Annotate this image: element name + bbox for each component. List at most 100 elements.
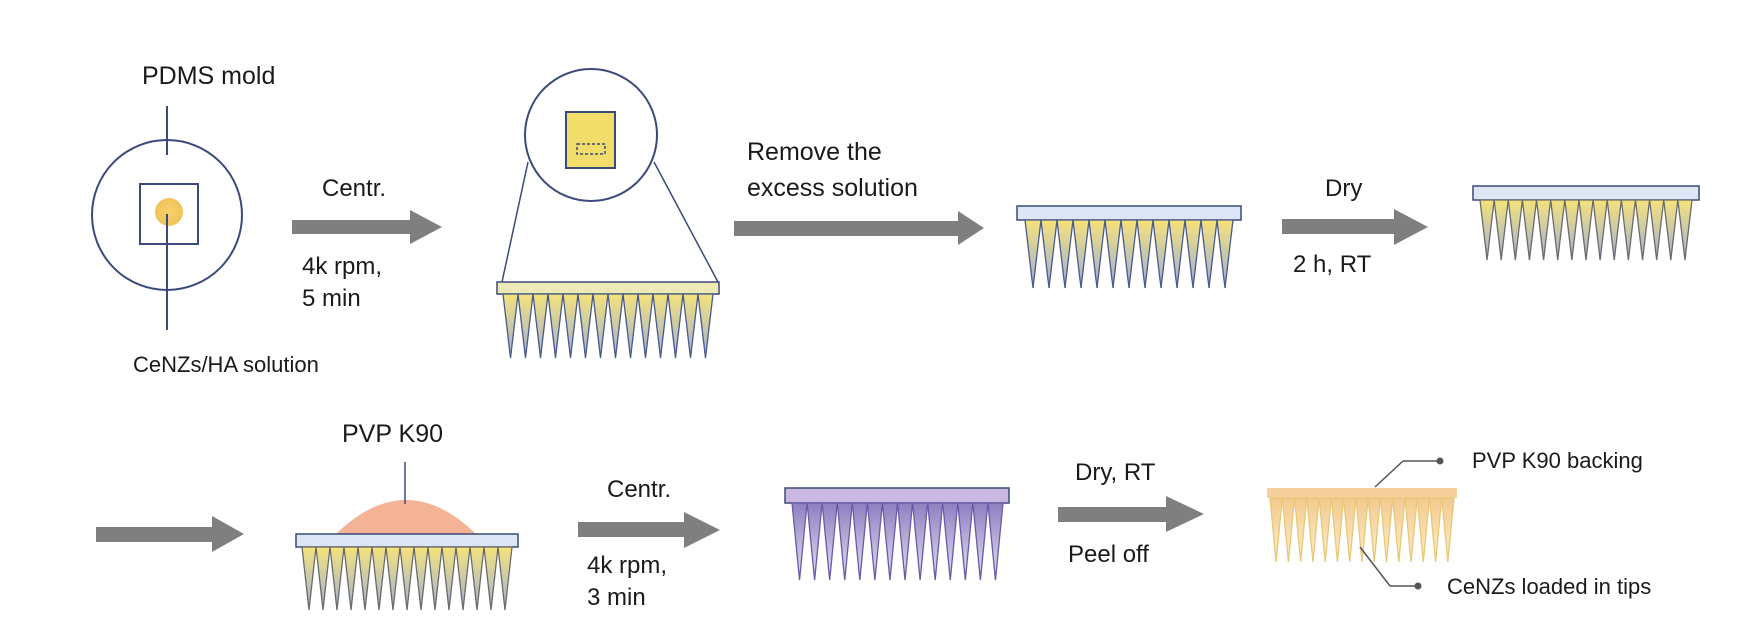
microneedle [1056, 219, 1074, 289]
microneedle [911, 502, 929, 581]
tips-label: CeNZs loaded in tips [1447, 574, 1651, 599]
needle-array [502, 293, 714, 359]
microneedle [941, 502, 959, 581]
microneedle [987, 502, 1004, 581]
microneedle [427, 546, 443, 611]
needle-array [1269, 497, 1455, 563]
final-backing [1267, 488, 1457, 498]
array-base [1472, 185, 1700, 201]
pdms-mold-top-view [91, 106, 243, 330]
arrow-step4 [578, 512, 720, 548]
microneedle [301, 546, 317, 611]
pvp-backing-layer [784, 487, 1010, 504]
step4-action-label: Centr. [607, 476, 671, 503]
step3-action-label: Dry [1325, 175, 1362, 202]
needle-array [301, 546, 513, 611]
microneedle [791, 502, 808, 581]
pvp-label: PVP K90 [342, 420, 443, 448]
microneedle [1549, 199, 1566, 261]
step1-param1-label: 4k rpm, [302, 253, 382, 280]
microneedle [1355, 497, 1369, 563]
microneedle [455, 546, 471, 611]
microneedle [1318, 497, 1333, 563]
step5-action-label: Dry, RT [1075, 459, 1156, 486]
microneedle [343, 546, 359, 611]
step3-param-label: 2 h, RT [1293, 251, 1372, 278]
step2-line1-label: Remove the [747, 138, 882, 166]
microneedle [1367, 497, 1382, 563]
microneedle [1416, 497, 1431, 563]
microneedle [1391, 497, 1406, 563]
microneedle [1648, 199, 1665, 261]
microneedle [371, 546, 387, 611]
microneedle [1663, 199, 1679, 261]
needle-array [1024, 219, 1234, 289]
microneedle [562, 293, 579, 359]
microneedle [1521, 199, 1538, 261]
microneedle [1507, 199, 1524, 261]
pdms-mold-label: PDMS mold [142, 62, 275, 90]
microneedle [1606, 199, 1623, 261]
microneedle [682, 293, 699, 359]
step2-line2-label: excess solution [747, 174, 918, 202]
final-microneedle-patch [1267, 457, 1457, 590]
microneedle [806, 502, 823, 581]
filled-mold-magnified [496, 68, 720, 359]
arrow-step1 [292, 210, 442, 244]
microneedle [1293, 497, 1308, 563]
arrow-continue [96, 516, 244, 552]
pvp-droplet [336, 500, 476, 534]
mold-base [496, 281, 720, 295]
microneedle [502, 293, 519, 359]
dried-array [1472, 185, 1700, 261]
microneedle [1379, 497, 1394, 563]
microneedle [1535, 199, 1552, 261]
zoom-square [565, 111, 616, 169]
microneedle [1342, 497, 1357, 563]
microneedle [881, 502, 899, 581]
microneedle [821, 502, 838, 581]
microneedle [652, 293, 669, 359]
microneedle [469, 546, 485, 611]
microneedle [1072, 219, 1090, 289]
microneedle [697, 293, 714, 359]
microneedle [607, 293, 624, 359]
microneedle [622, 293, 639, 359]
microneedle [1677, 199, 1693, 261]
microneedle [1592, 199, 1608, 261]
microneedle [329, 546, 345, 611]
microneedle [1578, 199, 1594, 261]
microneedle [836, 502, 854, 581]
microneedle [497, 546, 513, 611]
step5-param-label: Peel off [1068, 541, 1149, 568]
excess-removed-array [1016, 205, 1242, 289]
step1-action-label: Centr. [322, 175, 386, 202]
arrow-step5 [1058, 496, 1204, 532]
microneedle [851, 502, 869, 581]
microneedle [517, 293, 534, 359]
microneedle [1564, 199, 1580, 261]
microneedle [1088, 219, 1106, 289]
backing-label: PVP K90 backing [1472, 448, 1643, 473]
microneedle [1634, 199, 1651, 261]
microneedle [357, 546, 373, 611]
backed-array [784, 487, 1010, 581]
microneedle [1136, 219, 1154, 289]
array-base [1016, 205, 1242, 221]
microneedle [577, 293, 594, 359]
microneedle [926, 502, 944, 581]
microneedle [637, 293, 654, 359]
needle-array [1479, 199, 1693, 261]
step4-param2-label: 3 min [587, 584, 646, 611]
microneedle [957, 502, 974, 581]
microneedle [399, 546, 415, 611]
microneedle [592, 293, 609, 359]
solution-droplet [155, 198, 183, 226]
microneedle [385, 546, 401, 611]
microneedle [441, 546, 457, 611]
microneedle [1120, 219, 1138, 289]
microneedle [1479, 199, 1495, 261]
microneedle [972, 502, 989, 581]
microneedle [1184, 219, 1202, 289]
